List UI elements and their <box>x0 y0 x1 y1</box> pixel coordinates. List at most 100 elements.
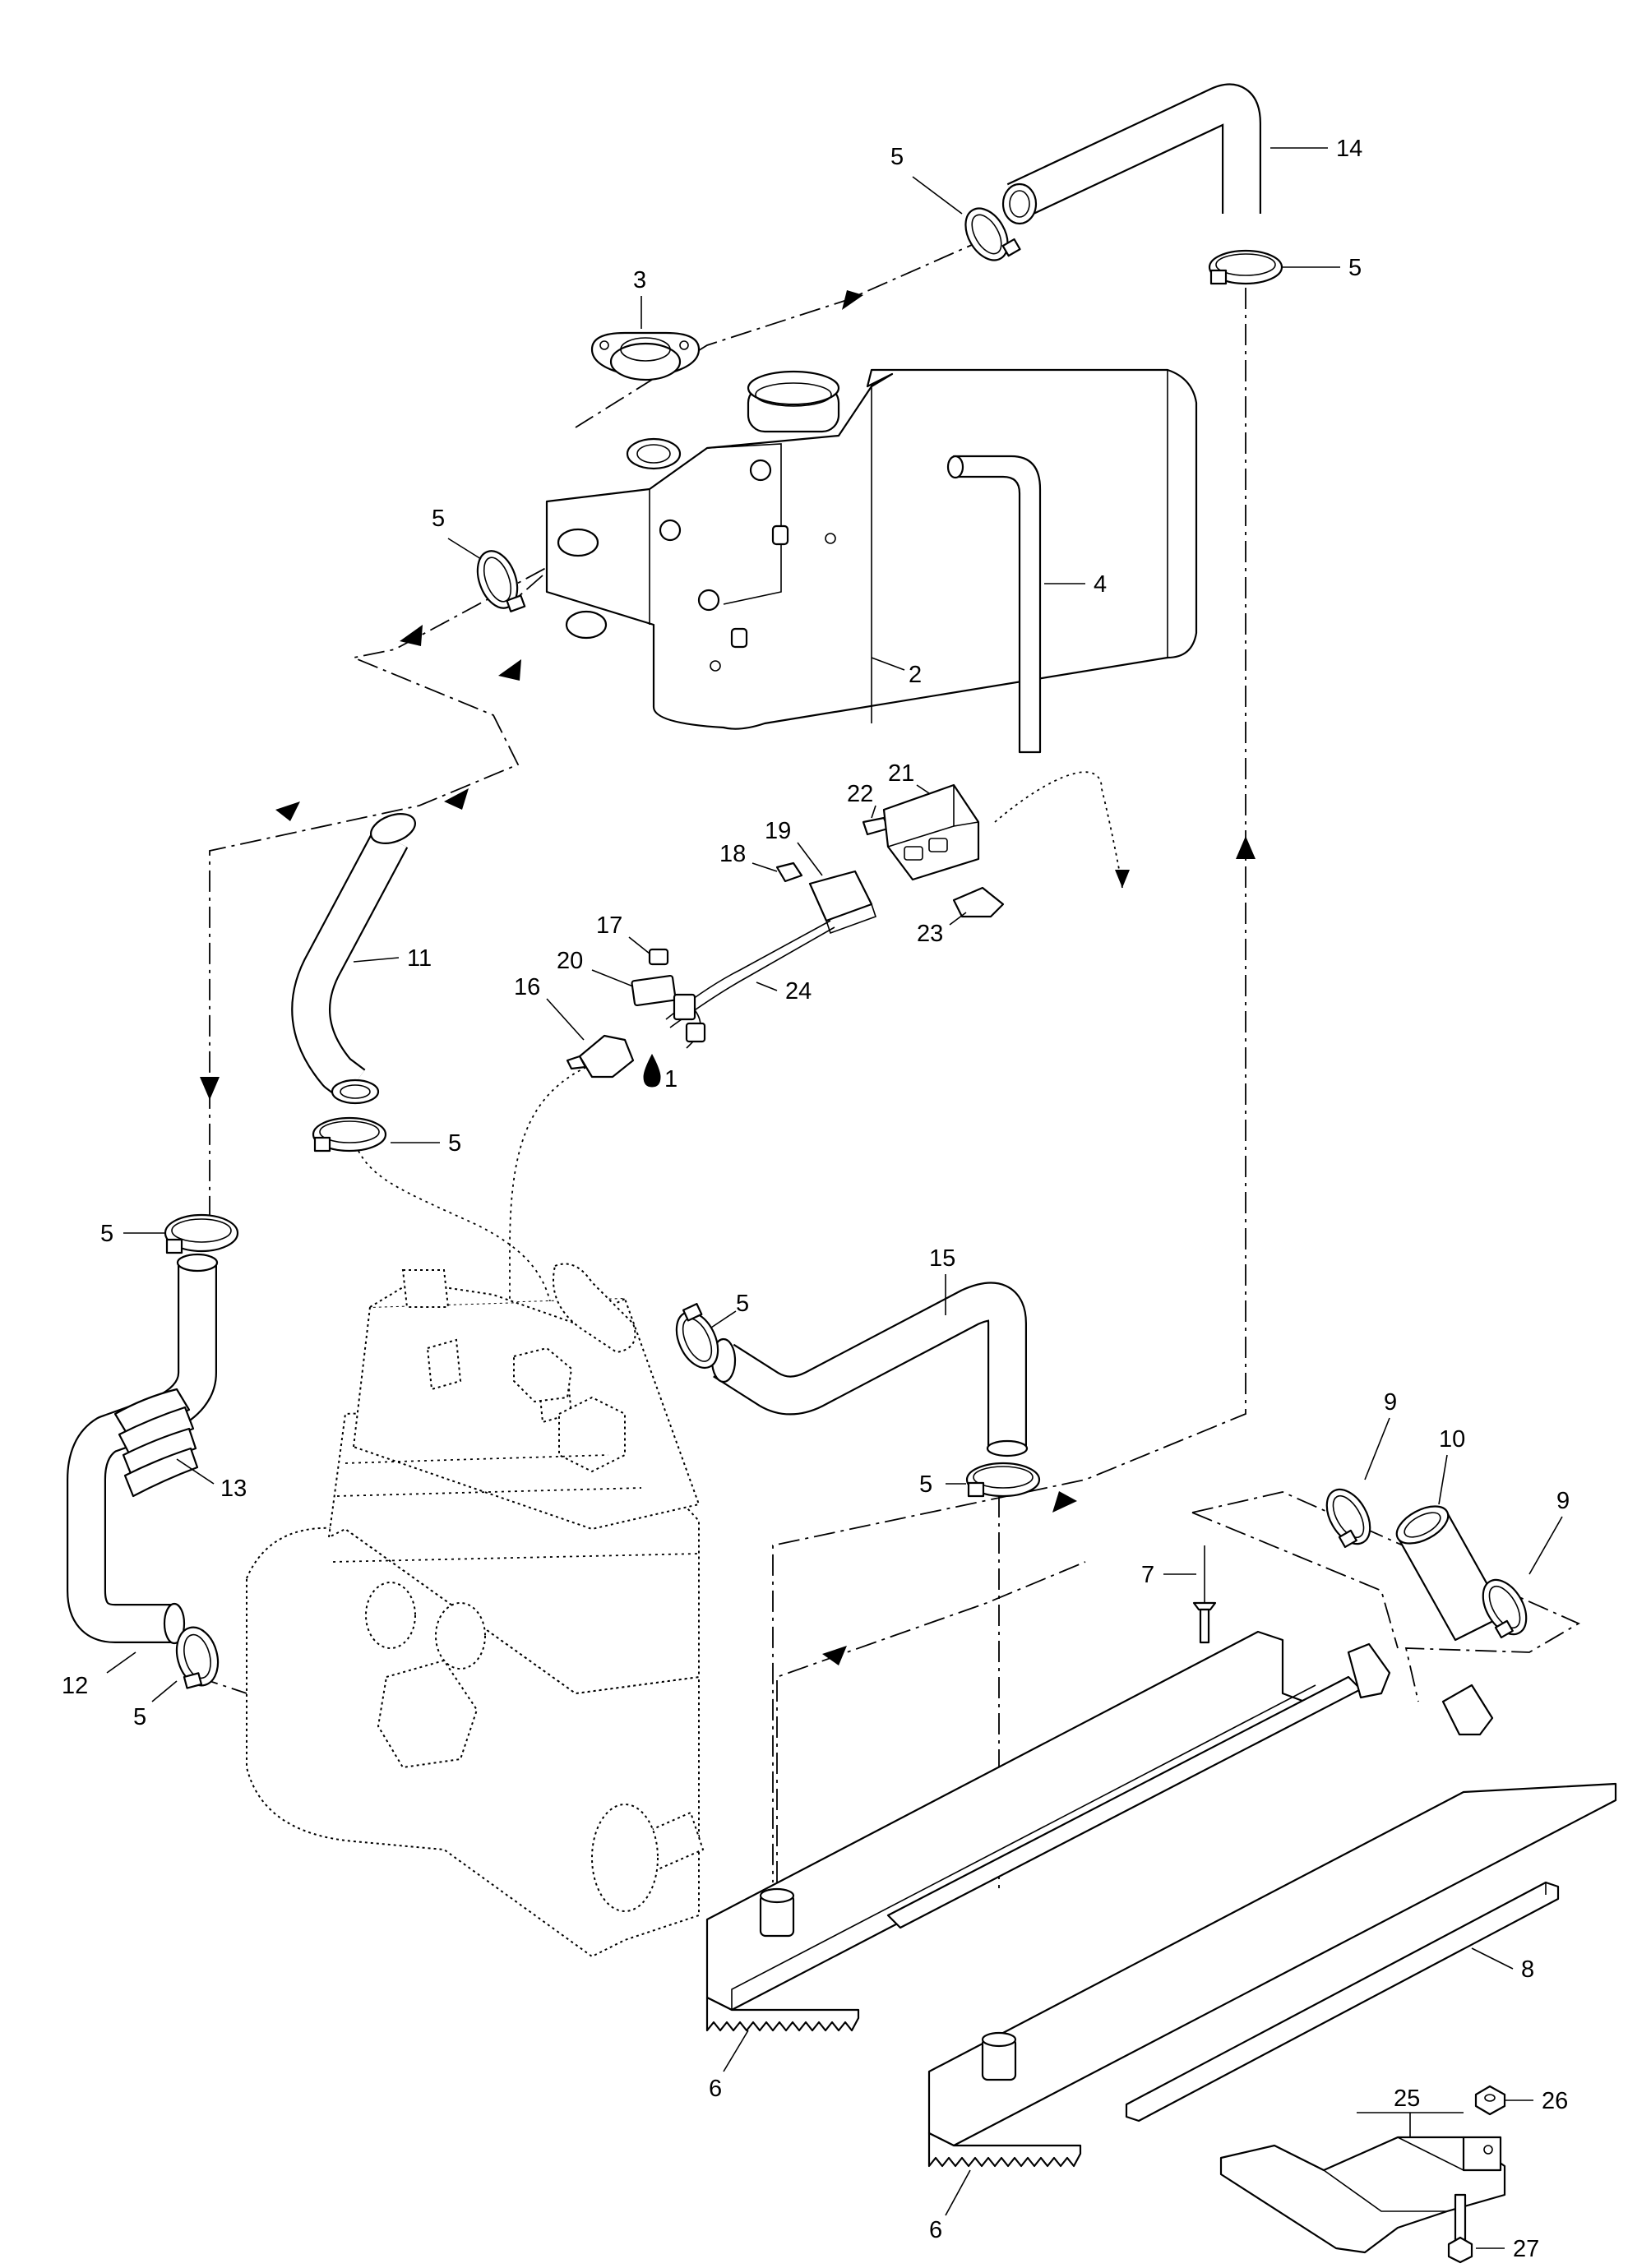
hose-10-and-clamps-9 <box>1325 1488 1528 1642</box>
clamp-5-lower-left <box>175 1626 220 1689</box>
leader-5-top <box>912 176 963 215</box>
callout-14: 14 <box>1336 136 1362 162</box>
callout-15: 15 <box>929 1245 955 1272</box>
connector-20b <box>673 993 696 1021</box>
flow-arrow-7 <box>1236 836 1256 859</box>
callout-3: 3 <box>633 267 646 293</box>
nut-26-body <box>1474 2085 1506 2116</box>
tank-filler-thread <box>755 382 832 407</box>
hose-4-end <box>946 455 964 479</box>
callout-26: 26 <box>1542 2088 1568 2114</box>
callout-18: 18 <box>719 841 746 867</box>
leader-12 <box>106 1651 136 1674</box>
tank-step-edge <box>706 443 782 605</box>
clamp-9-right-band-inner <box>1488 1585 1521 1629</box>
callout-8: 8 <box>1521 1956 1534 1983</box>
terminal-lower <box>685 1022 706 1043</box>
hose-14-inner <box>1007 85 1260 218</box>
callout-23: 23 <box>917 921 943 947</box>
flow-line-sensor-to-engine <box>509 1064 593 1430</box>
rail-8-edge <box>1126 1882 1547 2117</box>
callout-5-tank: 5 <box>432 506 445 532</box>
rail-8 <box>1125 1881 1560 2122</box>
tank-port-right <box>749 459 772 482</box>
leader-16 <box>546 998 585 1041</box>
hose-4-overflow <box>946 455 1042 754</box>
clamp-5-left-band-inner <box>171 1218 232 1243</box>
clamp-5-bottom-center <box>965 1462 1041 1498</box>
leader-20 <box>591 969 634 987</box>
leader-6-lower <box>945 2169 971 2216</box>
tank-top-edge <box>649 447 708 490</box>
hose-4-outline <box>952 455 1042 754</box>
callout-1: 1 <box>664 1066 678 1092</box>
callout-10: 10 <box>1439 1426 1465 1453</box>
engine-exhaust-port-2 <box>435 1602 486 1670</box>
clamp-5-tank <box>476 550 526 612</box>
callout-2: 2 <box>909 662 922 688</box>
flow-line-right-vertical <box>772 288 1246 1882</box>
tank-outlet-lower <box>565 610 608 640</box>
rivet-7 <box>1192 1545 1217 1644</box>
callout-25: 25 <box>1394 2086 1420 2112</box>
callout-6-lower: 6 <box>929 2217 942 2243</box>
clamp-5-hose15-screw <box>682 1303 703 1322</box>
clamp-5-top-band <box>964 207 1009 261</box>
hose-clamps-5 <box>164 207 1283 1689</box>
clamp-5-left-band <box>164 1213 239 1253</box>
tank-rear-panel <box>871 370 1168 723</box>
clamp-5-top-band-inner <box>971 214 1002 255</box>
callout-5-bottom: 5 <box>919 1471 932 1498</box>
tank-hole-1 <box>825 533 836 544</box>
heat-exchanger-6-upper-right-fitting <box>1347 1642 1391 1699</box>
flow-line-heatex-left <box>776 1561 1086 1882</box>
callout-21: 21 <box>888 760 914 787</box>
terminal-17 <box>648 948 669 966</box>
callout-5-hose15: 5 <box>736 1291 749 1317</box>
connector-21-housing <box>882 783 980 881</box>
clamp-5-hose11-band <box>312 1116 387 1152</box>
hose-14-upper <box>1001 83 1261 225</box>
drop-icon-shape <box>643 1053 661 1088</box>
leader-9-left <box>1364 1417 1390 1480</box>
clamp-5-hose11-band-inner <box>319 1120 380 1143</box>
tank-port-left <box>659 519 682 542</box>
clamp-5-left-screw <box>165 1238 183 1254</box>
heat-exchanger-6-lower-inlet-top <box>981 2031 1017 2048</box>
engine-outlet-elbow <box>553 1263 636 1354</box>
tank-cap-neck-inner <box>636 444 671 464</box>
callout-7: 7 <box>1141 1562 1154 1588</box>
engine-fin-line-2 <box>336 1487 642 1497</box>
tank-hole-2 <box>710 660 721 672</box>
hose-11-bottom-inner <box>340 1084 371 1099</box>
callout-11: 11 <box>407 945 432 972</box>
flow-arrow-5 <box>444 788 469 810</box>
connector-20 <box>631 974 677 1007</box>
engine-mount <box>377 1659 479 1769</box>
callout-9-left: 9 <box>1384 1389 1397 1416</box>
leader-11 <box>353 957 400 963</box>
clamp-5-right-band <box>1208 249 1283 285</box>
hose-14-end <box>1001 182 1038 225</box>
cap-body <box>609 342 682 381</box>
leader-9-right <box>1528 1516 1563 1575</box>
clamp-5-tank-band <box>476 550 519 609</box>
connector-21-pin-1 <box>904 846 923 861</box>
tank-stud-2 <box>730 627 748 649</box>
leader-24 <box>756 982 778 991</box>
leader-21 <box>916 784 930 794</box>
heat-exchanger-6-upper-fins <box>705 1996 860 2032</box>
callout-19: 19 <box>765 818 791 844</box>
leader-18 <box>752 862 778 872</box>
plate-25-fold <box>1323 2136 1464 2212</box>
callout-12: 12 <box>62 1673 88 1699</box>
callout-5-left: 5 <box>100 1221 113 1247</box>
hose-15-inner <box>714 1283 1025 1447</box>
hose-12-inner <box>68 1262 215 1642</box>
clamp-9-right-screw <box>1494 1619 1514 1639</box>
tank-filler-opening <box>747 370 840 406</box>
flow-line-wire-to-connector <box>994 771 1123 889</box>
callout-17: 17 <box>596 912 622 939</box>
flow-arrow-6 <box>200 1077 220 1100</box>
leader-2 <box>871 657 905 671</box>
